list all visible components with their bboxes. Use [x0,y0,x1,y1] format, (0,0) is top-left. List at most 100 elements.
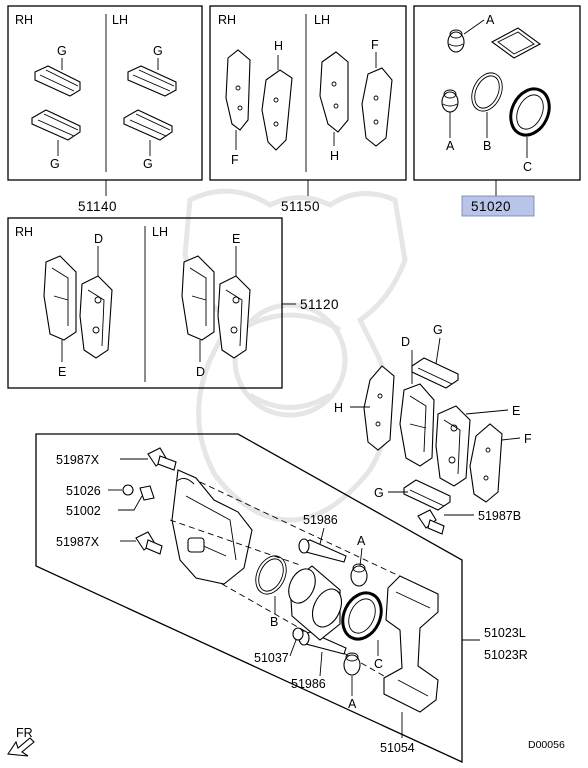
front-direction-indicator: FR [7,726,35,757]
boot-a-upper [447,29,465,53]
shim-kit-box-51150: RH LH H F H F 51150 [209,5,407,214]
part-number: 51987X [56,535,100,549]
label-d: D [401,335,410,349]
piston [288,565,343,641]
pad-e-lh [217,275,251,359]
part-number: 51987B [478,509,521,523]
shim-h [363,365,395,451]
shim-f [469,423,503,503]
clip-g-lower-rh [31,109,81,141]
diagram-code: D00056 [528,739,565,751]
rh-label: RH [218,13,236,27]
label-g: G [433,323,443,337]
piston-seal-b [255,555,287,595]
clip-g-upper-rh [34,65,81,97]
label-d: D [94,232,103,246]
label-a: A [446,139,455,153]
arrow-icon [7,737,35,757]
label-d: D [196,365,205,379]
pad-d-lh [181,255,215,341]
label-g: G [374,486,384,500]
box-frame [413,5,581,181]
shim-h-lh [319,51,349,133]
clip-g-top [411,357,459,389]
label-h: H [334,401,343,415]
piston-boot-c [341,591,383,641]
pad-d [399,383,435,467]
clip-g-bottom [403,479,451,511]
rh-label: RH [15,225,33,239]
lh-label: LH [152,225,168,239]
label-b: B [270,615,278,629]
label-b: B [483,139,491,153]
bolt-51987b [417,509,445,535]
bolt-51987x-lower [135,531,163,555]
exploded-assembly: D G H E F G [35,323,532,764]
label-g: G [57,44,67,58]
label-a: A [486,13,495,27]
part-number: 51026 [66,484,101,498]
guide-line [169,519,301,566]
grease-packet [490,27,542,59]
part-number: 51986 [291,677,326,691]
boot-a-lower [441,89,459,113]
label-f: F [371,38,379,52]
bushing [292,627,304,641]
shim-f-lh [361,67,393,147]
label-c: C [374,657,383,671]
pad-e-rh [43,255,77,341]
part-number: 51987X [56,453,100,467]
shim-h-rh [261,69,293,151]
lh-label: LH [112,13,128,27]
box-frame [7,217,283,389]
bolt-51987x-upper [147,447,177,471]
pad-set-box-51120: RH LH D E E D 51120 [7,217,339,389]
part-number: 51020 [471,199,511,214]
guide-line [199,481,413,583]
boot-a-lower [343,652,361,676]
part-number: 51023L [484,626,526,640]
lh-label: LH [314,13,330,27]
label-h: H [274,39,283,53]
box-frame [7,5,203,181]
piston-seal-b [471,72,503,112]
part-number: 51023R [484,648,528,662]
direction-label: FR [16,726,33,740]
label-e: E [232,232,240,246]
clip-g-lower-lh [123,109,173,141]
label-f: F [524,432,532,446]
rh-label: RH [15,13,33,27]
caliper-body [171,469,253,585]
guide-pin-upper [298,538,347,563]
part-number: 51054 [380,741,415,755]
label-e: E [58,365,66,379]
assembly-frame [35,433,463,764]
pad-d-rh [79,275,113,359]
seal-kit-box-51020: A A B C 51020 [413,5,581,217]
part-number: 51140 [78,199,117,214]
label-g: G [143,157,153,171]
part-number-highlight [461,195,535,217]
clip-g-upper-lh [127,65,177,97]
piston-boot-c [509,87,551,137]
part-number: 51986 [303,513,338,527]
boot-a-upper [350,563,368,587]
part-number: 51120 [300,297,339,312]
watermark-emblem [182,188,408,523]
label-f: F [231,153,239,167]
label-e: E [512,404,520,418]
label-a: A [348,697,357,711]
label-g: G [50,157,60,171]
part-number: 51002 [66,504,101,518]
shim-kit-box-51140: RH LH G G G G 51140 [7,5,203,214]
support-bracket [383,575,439,713]
pad-e [435,405,471,487]
shim-f-rh [225,49,251,131]
part-number: 51150 [281,199,320,214]
label-a: A [357,534,366,548]
part-number: 51037 [254,651,289,665]
label-h: H [330,149,339,163]
bleeder-screw [139,485,155,501]
bleeder-cap [122,484,134,496]
